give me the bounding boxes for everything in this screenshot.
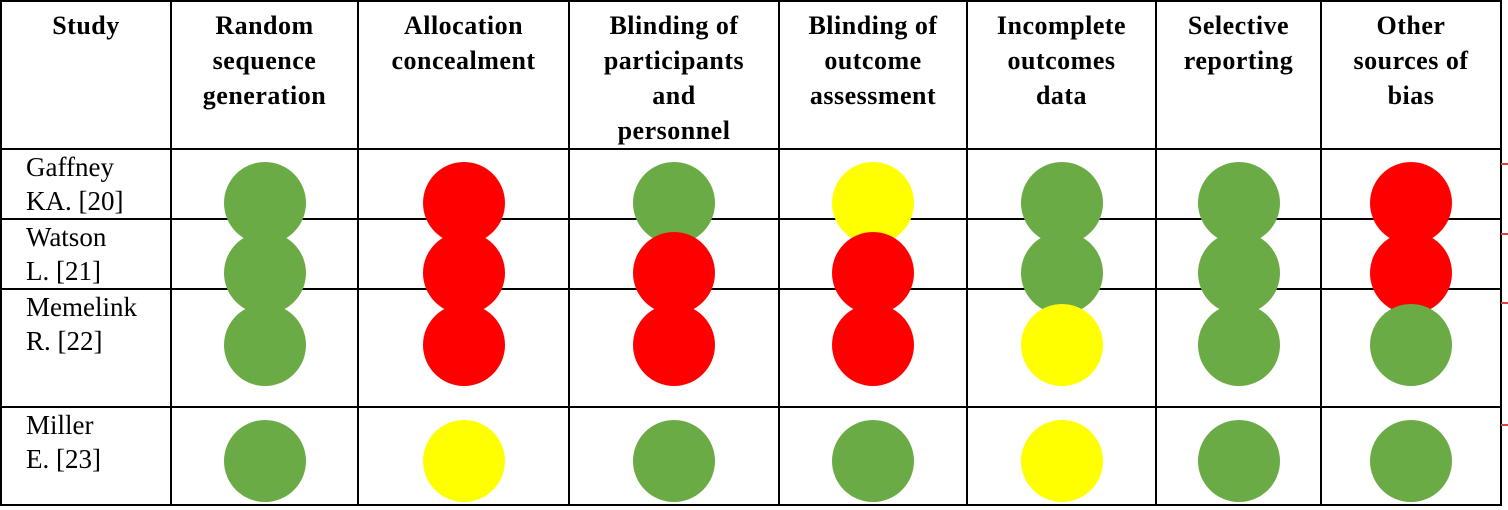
column-header-study: Study bbox=[0, 0, 172, 150]
rating-cell bbox=[170, 288, 359, 408]
risk-dot-low bbox=[223, 304, 306, 386]
rating-cell bbox=[568, 406, 780, 506]
edge-mark bbox=[1501, 233, 1508, 235]
column-header-allocation-concealment: Allocation concealment bbox=[357, 0, 570, 150]
rating-cell bbox=[966, 218, 1157, 314]
risk-dot-high bbox=[832, 304, 914, 386]
rating-cell bbox=[357, 288, 570, 408]
rating-cell bbox=[778, 288, 968, 408]
rating-cell bbox=[170, 218, 359, 314]
edge-mark bbox=[1501, 424, 1508, 426]
study-name-cell: Memelink R. [22] bbox=[0, 288, 172, 408]
rating-cell bbox=[1320, 406, 1502, 506]
rating-cell bbox=[1155, 288, 1322, 408]
column-header-incomplete-outcomes-data: Incomplete outcomes data bbox=[966, 0, 1157, 150]
rating-cell bbox=[1320, 218, 1502, 314]
risk-dot-high bbox=[633, 304, 715, 386]
edge-mark bbox=[1501, 302, 1508, 304]
table-row: Gaffney KA. [20] bbox=[0, 148, 1502, 244]
rating-cell bbox=[778, 406, 968, 506]
rating-cell bbox=[568, 288, 780, 408]
column-header-blinding-participants-personnel: Blinding of participants and personnel bbox=[568, 0, 780, 150]
rating-cell bbox=[357, 218, 570, 314]
rating-cell bbox=[966, 148, 1157, 244]
table-body: Gaffney KA. [20]Watson L. [21]Memelink R… bbox=[0, 148, 1502, 506]
column-header-selective-reporting: Selective reporting bbox=[1155, 0, 1322, 150]
rating-cell bbox=[1155, 148, 1322, 244]
rating-cell bbox=[1320, 288, 1502, 408]
rating-cell bbox=[966, 406, 1157, 506]
risk-dot-low bbox=[223, 420, 306, 502]
column-header-blinding-outcome-assessment: Blinding of outcome assessment bbox=[778, 0, 968, 150]
rating-cell bbox=[966, 288, 1157, 408]
rating-cell bbox=[778, 218, 968, 314]
risk-dot-low bbox=[1370, 420, 1452, 502]
study-name-cell: Watson L. [21] bbox=[0, 218, 172, 290]
rating-cell bbox=[1320, 148, 1502, 244]
risk-dot-low bbox=[633, 420, 715, 502]
rating-cell bbox=[1155, 218, 1322, 314]
table-row: Memelink R. [22] bbox=[0, 288, 1502, 408]
column-header-other-sources-of-bias: Other sources of bias bbox=[1320, 0, 1502, 150]
risk-dot-high bbox=[422, 304, 505, 386]
rating-cell bbox=[170, 148, 359, 244]
edge-mark bbox=[1501, 163, 1508, 165]
risk-dot-low bbox=[1197, 304, 1280, 386]
table-row: Miller E. [23] bbox=[0, 406, 1502, 506]
study-name-cell: Gaffney KA. [20] bbox=[0, 148, 172, 220]
rating-cell bbox=[778, 148, 968, 244]
risk-dot-unclear bbox=[422, 420, 505, 502]
rating-cell bbox=[568, 218, 780, 314]
rating-cell bbox=[357, 148, 570, 244]
risk-dot-unclear bbox=[1020, 420, 1103, 502]
rating-cell bbox=[1155, 406, 1322, 506]
study-name-cell: Miller E. [23] bbox=[0, 406, 172, 506]
column-header-random-sequence-generation: Random sequence generation bbox=[170, 0, 359, 150]
risk-dot-unclear bbox=[1020, 304, 1103, 386]
rating-cell bbox=[568, 148, 780, 244]
rating-cell bbox=[170, 406, 359, 506]
risk-dot-low bbox=[1370, 304, 1452, 386]
risk-dot-low bbox=[1197, 420, 1280, 502]
risk-dot-low bbox=[832, 420, 914, 502]
table-row: Watson L. [21] bbox=[0, 218, 1502, 314]
rating-cell bbox=[357, 406, 570, 506]
